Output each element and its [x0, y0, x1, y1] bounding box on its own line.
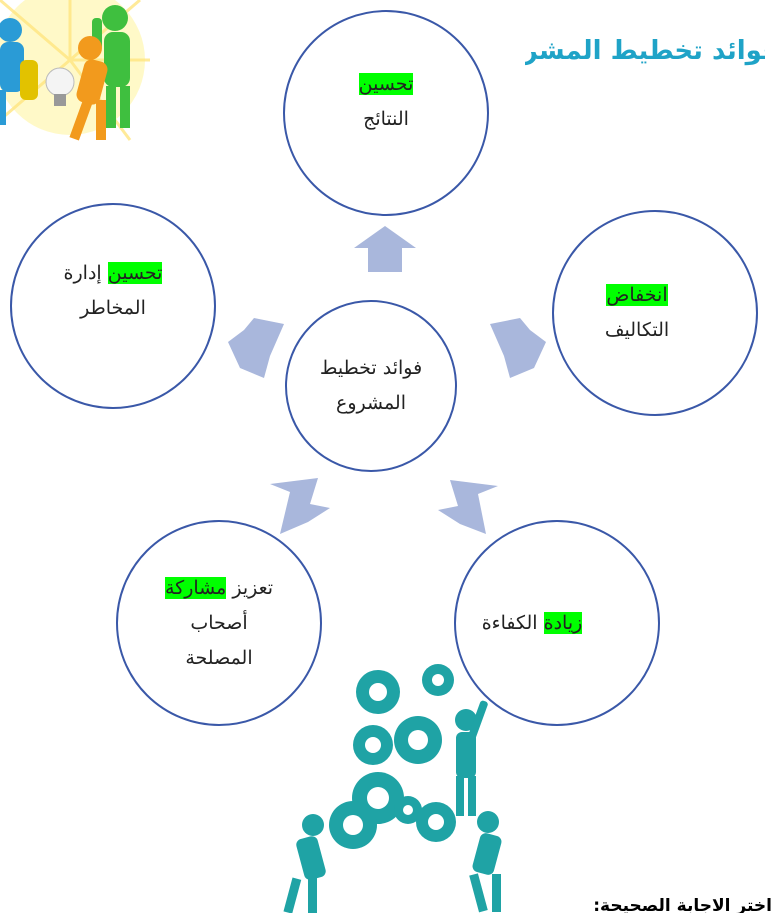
arrow-left — [228, 318, 284, 378]
node-reduce-costs: انخفاض التكاليف — [552, 210, 758, 416]
arrow-up — [354, 226, 416, 272]
people-lightbulb-icon — [0, 0, 150, 141]
node-top-line2: النتائج — [363, 108, 409, 130]
node-bl-pre: تعزيز — [226, 576, 274, 599]
arrow-down-right — [438, 480, 498, 534]
arrow-down-left — [270, 478, 330, 534]
node-top-highlight: تحسين — [358, 73, 414, 95]
node-risk-management: تحسين إدارة المخاطر — [10, 203, 216, 409]
node-bl-line3: المصلحة — [185, 646, 253, 669]
node-left-highlight: تحسين — [107, 262, 163, 284]
gears-teamwork-icon — [283, 664, 502, 913]
node-right-line2: التكاليف — [604, 319, 670, 341]
node-left-line2: المخاطر — [80, 297, 146, 319]
node-br-highlight: زيادة — [543, 611, 583, 634]
node-increase-efficiency: زيادة الكفاءة — [454, 520, 660, 726]
node-stakeholder-engagement: تعزيز مشاركة أصحاب المصلحة — [116, 520, 322, 726]
node-right-highlight: انخفاض — [606, 284, 668, 306]
center-line2: المشروع — [336, 392, 406, 414]
node-bl-line2: أصحاب — [190, 611, 248, 634]
footer-instruction: اختر الاجابة الصحيحة: — [593, 896, 772, 913]
node-br-rest: الكفاءة — [481, 611, 544, 634]
diagram-heading: فوائد تخطيط المشروع — [525, 36, 765, 66]
node-improve-results: تحسين النتائج — [283, 10, 489, 216]
arrow-right — [490, 318, 546, 378]
node-bl-highlight: مشاركة — [164, 576, 227, 599]
center-node: فوائد تخطيط المشروع — [285, 300, 457, 472]
node-left-rest: إدارة — [63, 262, 108, 284]
center-line1: فوائد تخطيط — [319, 357, 423, 379]
